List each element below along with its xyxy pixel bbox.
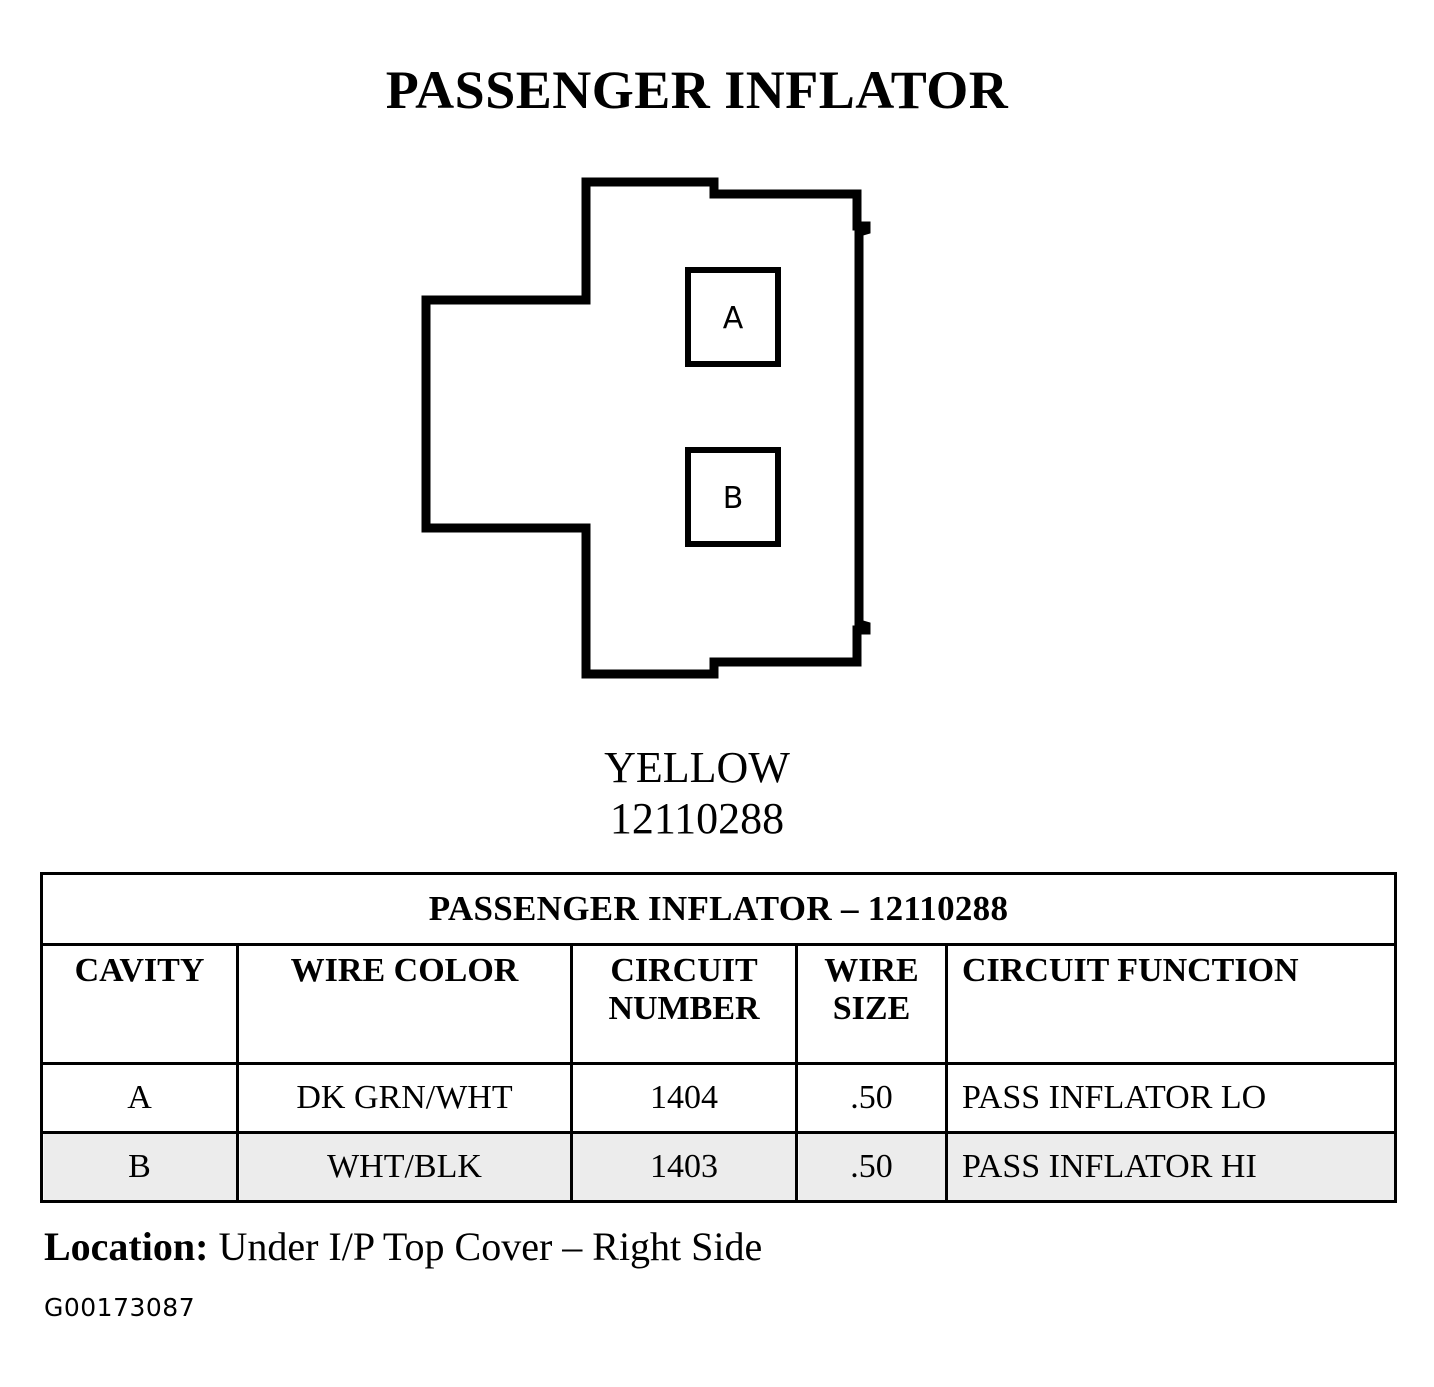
column-header-cavity: CAVITY <box>40 943 239 1065</box>
table-header-row: CAVITY WIRE COLOR CIRCUIT NUMBER WIRE SI… <box>40 943 1398 1065</box>
table-row-highlighted: B WHT/BLK 1403 .50 PASS INFLATOR HI <box>40 1131 1398 1203</box>
cell-cavity: B <box>40 1131 239 1203</box>
cell-wire-size: .50 <box>795 1062 948 1134</box>
connector-outline-svg: A B <box>421 177 871 679</box>
cavity-b-box <box>685 447 781 547</box>
pinout-table: PASSENGER INFLATOR – 12110288 CAVITY WIR… <box>39 872 1398 1203</box>
page-title: PASSENGER INFLATOR <box>385 60 1009 120</box>
connector-body-path <box>421 177 871 679</box>
column-header-wire-size: WIRE SIZE <box>795 943 948 1065</box>
location-line: Location: Under I/P Top Cover – Right Si… <box>44 1225 762 1269</box>
cell-cavity: A <box>40 1062 239 1134</box>
table-row: A DK GRN/WHT 1404 .50 PASS INFLATOR LO <box>40 1062 1398 1134</box>
cell-wire-size: .50 <box>795 1131 948 1203</box>
connector-caption: YELLOW 12110288 <box>0 742 1394 845</box>
column-header-wire-color: WIRE COLOR <box>236 943 573 1065</box>
location-spacer <box>208 1224 218 1269</box>
connector-color-label: YELLOW <box>604 743 790 792</box>
column-header-circuit-function: CIRCUIT FUNCTION <box>944 943 1398 1065</box>
cavity-a-label: A <box>723 301 744 336</box>
cavity-b: B <box>685 447 781 547</box>
cell-wire-color: WHT/BLK <box>236 1131 573 1203</box>
table-title: PASSENGER INFLATOR – 12110288 <box>39 872 1398 946</box>
cavity-a: A <box>685 267 781 367</box>
cavity-a-box <box>685 267 781 367</box>
cell-circuit-function: PASS INFLATOR LO <box>944 1062 1398 1134</box>
cell-wire-color: DK GRN/WHT <box>236 1062 573 1134</box>
cell-circuit-number: 1404 <box>570 1062 798 1134</box>
column-header-circuit-number: CIRCUIT NUMBER <box>570 943 798 1065</box>
cavity-b-label: B <box>723 481 744 516</box>
cell-circuit-function: PASS INFLATOR HI <box>944 1131 1398 1203</box>
connector-part-number: 12110288 <box>609 794 785 844</box>
connector-diagram: A B <box>404 164 944 694</box>
figure-id: G00173087 <box>44 1293 196 1322</box>
location-label: Location: <box>44 1224 209 1269</box>
location-value: Under I/P Top Cover – Right Side <box>218 1224 763 1269</box>
table-title-row: PASSENGER INFLATOR – 12110288 <box>39 872 1398 946</box>
cell-circuit-number: 1403 <box>570 1131 798 1203</box>
